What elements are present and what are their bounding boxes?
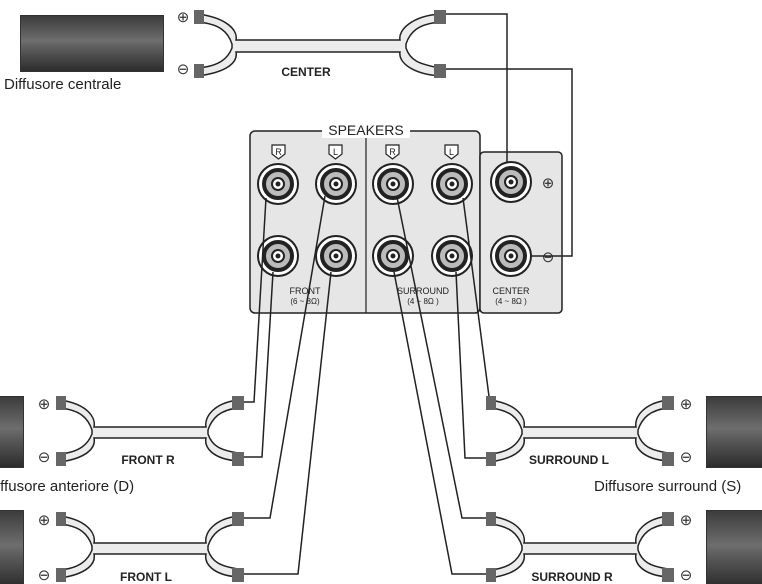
- front-r-plus-terminal: [257, 163, 299, 205]
- cable-label-center: CENTER: [281, 65, 331, 79]
- front-l-speaker: [0, 510, 24, 584]
- surround-l-speaker-plus: ⊕: [680, 396, 693, 413]
- wire-surround-r-plus: [396, 196, 490, 519]
- cable-surround-r: [486, 512, 674, 582]
- cable-front-r: [56, 396, 244, 466]
- wire-surround-l-plus: [462, 197, 491, 405]
- surround-l-tag: L: [449, 147, 454, 157]
- surround-r-minus-terminal: [372, 235, 414, 277]
- cable-center: [194, 10, 446, 78]
- front-label: FRONT: [290, 286, 321, 296]
- cable-surround-l: [486, 396, 674, 466]
- cable-front-l: [56, 512, 244, 582]
- wire-front-l-minus: [238, 271, 332, 575]
- wires: [238, 13, 573, 575]
- front-r-minus-terminal: [257, 235, 299, 277]
- front-l-plus-terminal: [315, 163, 357, 205]
- front-l-minus-terminal: [315, 235, 357, 277]
- center-minus-symbol: ⊖: [542, 249, 555, 266]
- surround-l-plus-terminal: [431, 163, 473, 205]
- cable-label-surround-l: SURROUND L: [529, 453, 609, 467]
- front-r-speaker-caption: Diffusore anteriore (D): [0, 478, 135, 495]
- surround-r-plus-terminal: [372, 163, 414, 205]
- surround-r-speaker: [706, 510, 762, 584]
- surround-impedance: (4 ~ 8Ω ): [407, 297, 439, 306]
- center-speaker-minus: ⊖: [177, 61, 190, 78]
- front-r-speaker: [0, 396, 24, 468]
- surround-l-speaker: [706, 396, 762, 468]
- center-plus-symbol: ⊕: [542, 175, 555, 192]
- wire-front-l-plus: [238, 195, 326, 519]
- surround-l-speaker-minus: ⊖: [680, 449, 693, 466]
- wire-center-minus: [446, 68, 573, 257]
- surround-label: SURROUND: [397, 286, 450, 296]
- surround-r-speaker-plus: ⊕: [680, 512, 693, 529]
- center-speaker: [20, 15, 164, 72]
- front-l-tag: L: [333, 147, 338, 157]
- cable-label-surround-r: SURROUND R: [531, 570, 613, 584]
- surround-r-speaker-minus: ⊖: [680, 567, 693, 584]
- center-speaker-plus: ⊕: [177, 9, 190, 26]
- speakers-panel-title: SPEAKERS: [328, 122, 403, 138]
- cable-label-front-r: FRONT R: [121, 453, 175, 467]
- front-r-speaker-plus: ⊕: [38, 396, 51, 413]
- wire-surround-l-minus: [455, 271, 490, 459]
- wire-surround-r-minus: [393, 271, 490, 575]
- front-l-speaker-minus: ⊖: [38, 567, 51, 584]
- center-label: CENTER: [492, 286, 530, 296]
- surround-l-speaker-caption: Diffusore surround (S): [594, 478, 742, 495]
- speaker-terminal-panel: [249, 124, 563, 314]
- center-speaker-caption: Diffusore centrale: [4, 76, 122, 93]
- channel-tags: [271, 144, 459, 160]
- front-r-speaker-minus: ⊖: [38, 449, 51, 466]
- wire-center-plus: [446, 13, 508, 162]
- front-r-tag: R: [275, 147, 282, 157]
- binding-posts: [257, 161, 532, 277]
- wire-front-r-minus: [238, 271, 274, 458]
- surround-r-tag: R: [389, 147, 396, 157]
- front-impedance: (6 ~ 8Ω): [290, 297, 320, 306]
- surround-l-minus-terminal: [431, 235, 473, 277]
- front-l-speaker-plus: ⊕: [38, 512, 51, 529]
- center-minus-terminal: [490, 235, 532, 277]
- center-impedance: (4 ~ 8Ω ): [495, 297, 527, 306]
- center-plus-terminal: [490, 161, 532, 203]
- cable-label-front-l: FRONT L: [120, 570, 172, 584]
